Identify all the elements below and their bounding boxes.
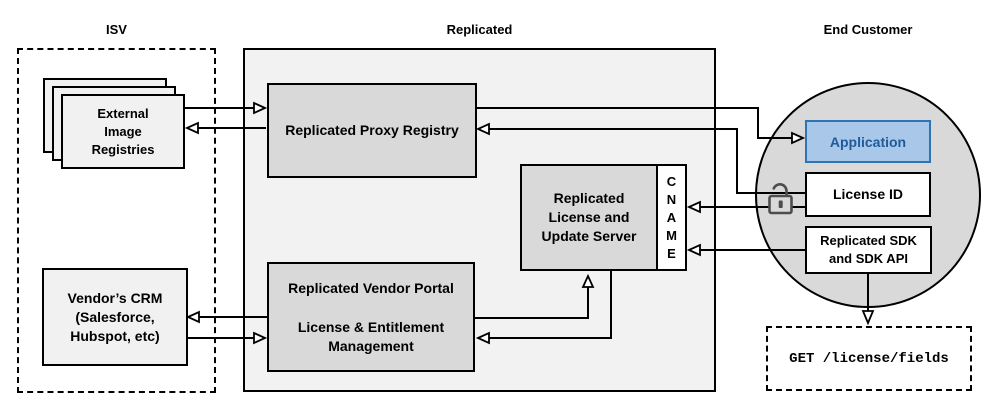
- license-update-server-box: Replicated License and Update Server: [520, 164, 658, 271]
- server-line: License and: [548, 209, 630, 225]
- get-license-fields-box: GET /license/fields: [766, 326, 972, 391]
- crm-line: Hubspot, etc): [70, 327, 160, 344]
- crm-line: Vendor’s CRM: [67, 289, 163, 306]
- server-line: Replicated: [553, 190, 625, 206]
- replicated-sdk-box: Replicated SDK and SDK API: [805, 226, 932, 274]
- cname-letter: E: [667, 245, 676, 261]
- external-image-registries-box: External Image Registries: [61, 94, 185, 169]
- vendor-portal-line: License & Entitlement: [297, 319, 445, 335]
- cname-letter: C: [666, 173, 677, 189]
- crm-line: (Salesforce,: [75, 308, 155, 325]
- replicated-proxy-registry-box: Replicated Proxy Registry: [267, 83, 477, 178]
- cname-strip: C N A M E: [656, 164, 687, 271]
- license-id-box: License ID: [805, 172, 931, 217]
- registries-line: Registries: [91, 141, 155, 157]
- cname-letter: N: [666, 191, 677, 207]
- vendors-crm-box: Vendor’s CRM (Salesforce, Hubspot, etc): [42, 268, 188, 366]
- vendor-portal-line: Management: [328, 338, 414, 354]
- proxy-registry-label: Replicated Proxy Registry: [285, 122, 459, 138]
- license-id-label: License ID: [832, 186, 904, 202]
- vendor-portal-title: Replicated Vendor Portal: [288, 280, 454, 296]
- sdk-line: and SDK API: [829, 251, 908, 266]
- application-box: Application: [805, 120, 931, 163]
- isv-section-title: ISV: [106, 22, 127, 37]
- sdk-line: Replicated SDK: [820, 233, 917, 248]
- get-request-label: GET /license/fields: [789, 350, 949, 367]
- cname-letter: A: [666, 209, 677, 225]
- registries-line: Image: [104, 123, 142, 139]
- replicated-section-title: Replicated: [446, 22, 513, 37]
- server-line: Update Server: [541, 228, 637, 244]
- end-customer-section-title: End Customer: [823, 22, 913, 37]
- vendor-portal-box: Replicated Vendor Portal License & Entit…: [267, 262, 475, 372]
- registries-line: External: [97, 105, 149, 121]
- application-label: Application: [829, 133, 907, 150]
- cname-letter: M: [666, 227, 677, 243]
- arrowhead-into-get-box: [861, 310, 875, 326]
